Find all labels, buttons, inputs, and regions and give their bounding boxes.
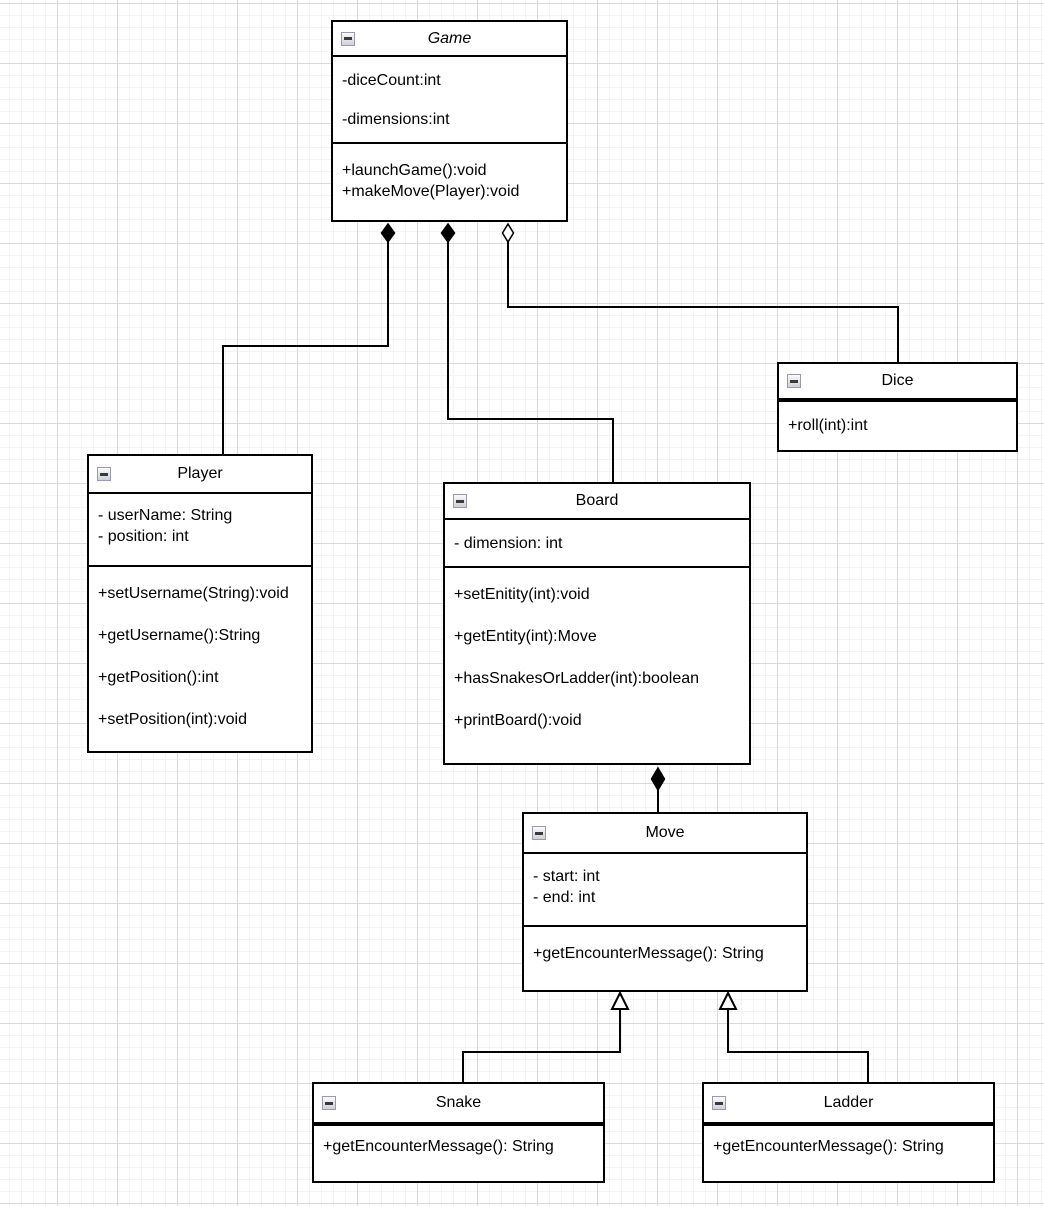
class-header-ladder: Ladder: [704, 1084, 993, 1124]
class-header-player: Player: [89, 456, 311, 494]
minus-glyph: [790, 379, 798, 383]
class-box-game[interactable]: Game -diceCount:int -dimensions:int +lau…: [331, 20, 568, 222]
class-title-dice: Dice: [881, 372, 914, 389]
methods-compartment: +setUsername(String):void +getUsername()…: [89, 565, 311, 751]
connector-board-move-composition[interactable]: [650, 766, 666, 812]
class-header-board: Board: [445, 484, 749, 520]
minus-glyph: [344, 37, 352, 40]
methods-compartment: +getEncounterMessage(): String: [314, 1124, 603, 1181]
class-title-board: Board: [575, 492, 619, 509]
method-line: +getEntity(int):Move: [454, 628, 597, 645]
connector-game-dice-aggregation[interactable]: [501, 222, 899, 362]
class-header-dice: Dice: [779, 364, 1016, 400]
hollow-triangle-icon: [718, 990, 738, 1010]
method-line: +roll(int):int: [788, 417, 868, 434]
class-header-snake: Snake: [314, 1084, 603, 1124]
methods-compartment: +launchGame():void +makeMove(Player):voi…: [333, 142, 566, 220]
attribute-line: - end: int: [533, 889, 596, 906]
class-box-board[interactable]: Board - dimension: int +setEnitity(int):…: [443, 482, 751, 765]
class-header-move: Move: [524, 814, 806, 854]
attribute-line: - position: int: [98, 528, 189, 545]
filled-diamond-icon: [650, 766, 666, 792]
method-line: +setUsername(String):void: [98, 585, 289, 602]
method-line: +launchGame():void: [342, 162, 487, 179]
filled-diamond-icon: [380, 222, 396, 244]
class-box-dice[interactable]: Dice +roll(int):int: [777, 362, 1018, 452]
collapse-minus-icon[interactable]: [453, 494, 467, 508]
minus-glyph: [456, 499, 464, 503]
class-box-ladder[interactable]: Ladder +getEncounterMessage(): String: [702, 1082, 995, 1183]
methods-compartment: +roll(int):int: [779, 400, 1016, 450]
filled-diamond-icon: [440, 222, 456, 244]
collapse-minus-icon[interactable]: [712, 1096, 726, 1110]
collapse-minus-icon[interactable]: [787, 374, 801, 388]
attributes-compartment: -diceCount:int -dimensions:int: [333, 57, 566, 142]
minus-glyph: [325, 1101, 333, 1105]
connector-snake-move-generalization[interactable]: [462, 990, 630, 1082]
attribute-line: -diceCount:int: [342, 72, 441, 89]
attributes-compartment: - dimension: int: [445, 520, 749, 566]
method-line: +setPosition(int):void: [98, 711, 247, 728]
method-line: +getEncounterMessage(): String: [323, 1138, 554, 1155]
class-box-snake[interactable]: Snake +getEncounterMessage(): String: [312, 1082, 605, 1183]
class-box-player[interactable]: Player - userName: String - position: in…: [87, 454, 313, 753]
class-title-ladder: Ladder: [823, 1094, 874, 1111]
collapse-minus-icon[interactable]: [341, 31, 355, 46]
class-box-move[interactable]: Move - start: int - end: int +getEncount…: [522, 812, 808, 992]
method-line: +makeMove(Player):void: [342, 183, 520, 200]
class-title-snake: Snake: [435, 1094, 482, 1111]
methods-compartment: +setEnitity(int):void +getEntity(int):Mo…: [445, 566, 749, 763]
method-line: +printBoard():void: [454, 712, 582, 729]
class-title-move: Move: [645, 824, 685, 841]
attributes-compartment: - userName: String - position: int: [89, 494, 311, 565]
method-line: +getEncounterMessage(): String: [533, 945, 764, 962]
minus-glyph: [535, 831, 543, 835]
class-title-player: Player: [177, 465, 223, 482]
method-line: +getEncounterMessage(): String: [713, 1138, 944, 1155]
methods-compartment: +getEncounterMessage(): String: [524, 925, 806, 990]
attributes-compartment: - start: int - end: int: [524, 854, 806, 925]
method-line: +hasSnakesOrLadder(int):boolean: [454, 670, 700, 687]
connector-game-board-composition[interactable]: [440, 222, 614, 482]
connector-game-player-composition[interactable]: [222, 222, 396, 454]
collapse-minus-icon[interactable]: [97, 467, 111, 481]
minus-glyph: [715, 1101, 723, 1105]
attribute-line: - userName: String: [98, 507, 233, 524]
attribute-line: - start: int: [533, 868, 600, 885]
method-line: +setEnitity(int):void: [454, 586, 590, 603]
method-line: +getUsername():String: [98, 627, 261, 644]
hollow-diamond-icon: [501, 222, 515, 244]
connector-ladder-move-generalization[interactable]: [718, 990, 869, 1082]
class-title-game: Game: [427, 29, 472, 47]
collapse-minus-icon[interactable]: [322, 1096, 336, 1110]
hollow-triangle-icon: [610, 990, 630, 1010]
methods-compartment: +getEncounterMessage(): String: [704, 1124, 993, 1181]
class-header-game: Game: [333, 22, 566, 57]
collapse-minus-icon[interactable]: [532, 826, 546, 840]
attribute-line: -dimensions:int: [342, 111, 450, 128]
method-line: +getPosition():int: [98, 669, 219, 686]
minus-glyph: [100, 472, 108, 476]
attribute-line: - dimension: int: [454, 535, 563, 552]
